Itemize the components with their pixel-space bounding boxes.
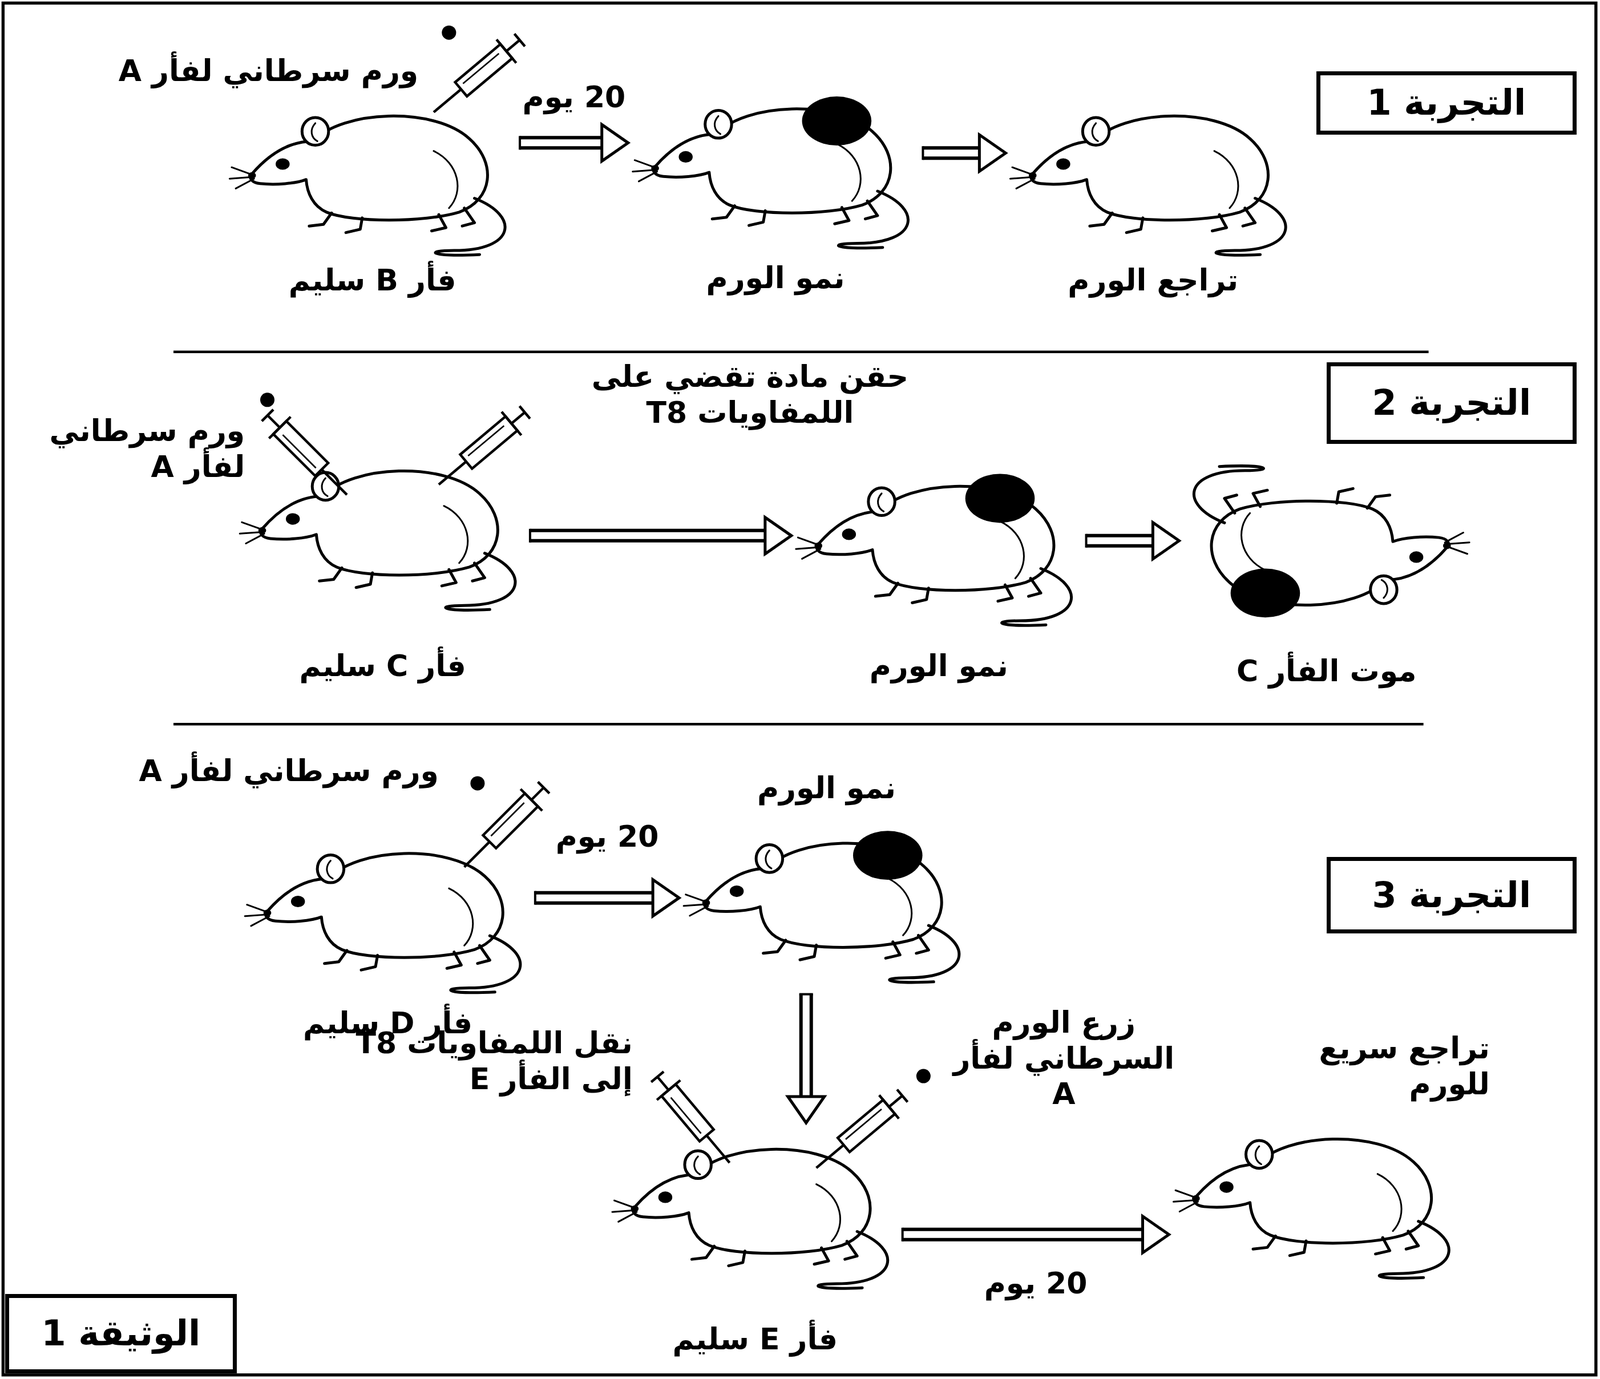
mouse-stage: نمو الورم xyxy=(632,86,919,297)
tumor xyxy=(853,830,923,880)
annotation-label: حقن مادة تقضي على اللمفاويات T8 xyxy=(556,358,945,431)
mouse-caption: نمو الورم xyxy=(757,770,896,806)
annotation-label: نقل اللمفاويات T8 إلى الفأر E xyxy=(326,1025,633,1097)
arrow-shaft-inner xyxy=(519,139,602,147)
arrow-head xyxy=(765,517,792,555)
arrow-head xyxy=(1152,522,1179,560)
box-title: التجربة 1 xyxy=(1367,81,1527,124)
mouse-figure xyxy=(1173,1138,1450,1279)
mouse-figure xyxy=(229,115,505,256)
mouse-caption: موت الفأر C xyxy=(1236,653,1417,689)
arrow-shaft xyxy=(902,1227,1143,1242)
arrow-tail xyxy=(534,891,537,905)
mouse-stage: موت الفأر C xyxy=(1183,464,1470,689)
arrow-head xyxy=(601,124,629,161)
syringe xyxy=(423,28,530,124)
arrow-tail xyxy=(528,528,532,543)
mouse-figure xyxy=(1009,115,1286,256)
arrow-shaft xyxy=(519,135,602,150)
arrow-shaft-inner xyxy=(1086,537,1154,545)
arrow-head xyxy=(979,134,1006,172)
mouse-caption: فأر C سليم xyxy=(299,648,466,684)
edge-label: 20 يوم xyxy=(552,818,663,855)
box-title: التجربة 2 xyxy=(1371,381,1531,424)
mouse-stage: فأر E سليم xyxy=(612,1127,899,1357)
arrow-shaft-inner xyxy=(530,532,766,540)
mouse-caption: نمو الورم xyxy=(706,260,846,296)
arrow-shaft-inner xyxy=(902,1231,1143,1239)
mouse-stage: تراجع الورم xyxy=(1009,94,1296,299)
annotation-label: زرع الورم السرطاني لفأر A xyxy=(943,1004,1184,1112)
arrow-head xyxy=(788,1096,825,1123)
arrow-tail xyxy=(518,135,521,150)
annotation-label: ورم سرطاني لفأر A xyxy=(30,753,439,789)
experiment-box: التجربة 2 xyxy=(1326,362,1577,444)
box-title: التجربة 3 xyxy=(1371,874,1531,917)
mouse-caption: تراجع سريع للورم xyxy=(1295,1030,1490,1102)
arrow-shaft xyxy=(922,146,980,160)
hollow-arrow xyxy=(1086,522,1180,560)
hollow-arrow xyxy=(902,1216,1170,1254)
arrow-head xyxy=(652,879,680,917)
arrow-shaft-inner xyxy=(802,994,810,1097)
edge-label: 20 يوم xyxy=(519,79,630,115)
tumor-cell-dot xyxy=(470,776,485,791)
arrow-shaft xyxy=(530,528,766,543)
arrow-shaft xyxy=(1086,534,1154,548)
tumor xyxy=(1230,568,1301,618)
mouse-stage: تراجع سريع للورم xyxy=(1173,1030,1490,1281)
arrow-tail xyxy=(1085,534,1088,548)
arrow-head xyxy=(1142,1216,1170,1254)
arrow-shaft-inner xyxy=(922,149,980,157)
syringe xyxy=(429,400,535,496)
arrow-tail xyxy=(799,993,814,996)
syringe xyxy=(453,777,555,879)
arrow-shaft-inner xyxy=(535,894,653,902)
annotation-label: ورم سرطاني لفأر A xyxy=(15,53,419,89)
annotation-label: ورم سرطاني لفأر A xyxy=(15,413,245,485)
box-title: الوثيقة 1 xyxy=(41,1312,201,1355)
experiment-box: التجربة 3 xyxy=(1326,857,1577,934)
arrow-shaft xyxy=(535,891,653,905)
separator-line xyxy=(173,722,1424,726)
hollow-arrow xyxy=(519,124,629,161)
mouse-figure xyxy=(244,853,521,993)
mouse-caption: فأر B سليم xyxy=(288,262,457,298)
edge-label: 20 يوم xyxy=(980,1265,1092,1301)
tumor-cell-dot xyxy=(916,1069,931,1084)
mouse-caption: فأر E سليم xyxy=(672,1321,838,1357)
tumor-cell-dot xyxy=(260,392,275,407)
mouse-caption: تراجع الورم xyxy=(1067,262,1239,298)
mouse-stage: نمو الورم xyxy=(796,464,1082,684)
syringe xyxy=(256,404,358,506)
mouse-stage: فأر D سليم xyxy=(244,831,531,1041)
separator-line xyxy=(173,350,1429,354)
mouse-stage: نمو الورم xyxy=(683,770,970,990)
syringe xyxy=(645,1067,742,1173)
experiment-box: التجربة 1 xyxy=(1316,71,1577,135)
tumor xyxy=(802,96,872,146)
tumor-cell-dot xyxy=(441,25,456,40)
mouse-caption: نمو الورم xyxy=(869,648,1009,684)
arrow-shaft xyxy=(799,994,814,1097)
hollow-arrow xyxy=(530,517,792,555)
hollow-arrow xyxy=(788,994,825,1123)
mouse-figure xyxy=(612,1149,888,1289)
arrow-tail xyxy=(901,1227,904,1242)
tumor xyxy=(965,474,1036,524)
arrow-tail xyxy=(921,146,924,160)
document-box: الوثيقة 1 xyxy=(5,1294,237,1374)
mouse-stage: فأر B سليم xyxy=(229,94,516,299)
hollow-arrow xyxy=(535,879,680,917)
mouse-stage: فأر C سليم xyxy=(239,449,526,684)
mouse-figure xyxy=(239,470,516,610)
hollow-arrow xyxy=(922,134,1006,172)
